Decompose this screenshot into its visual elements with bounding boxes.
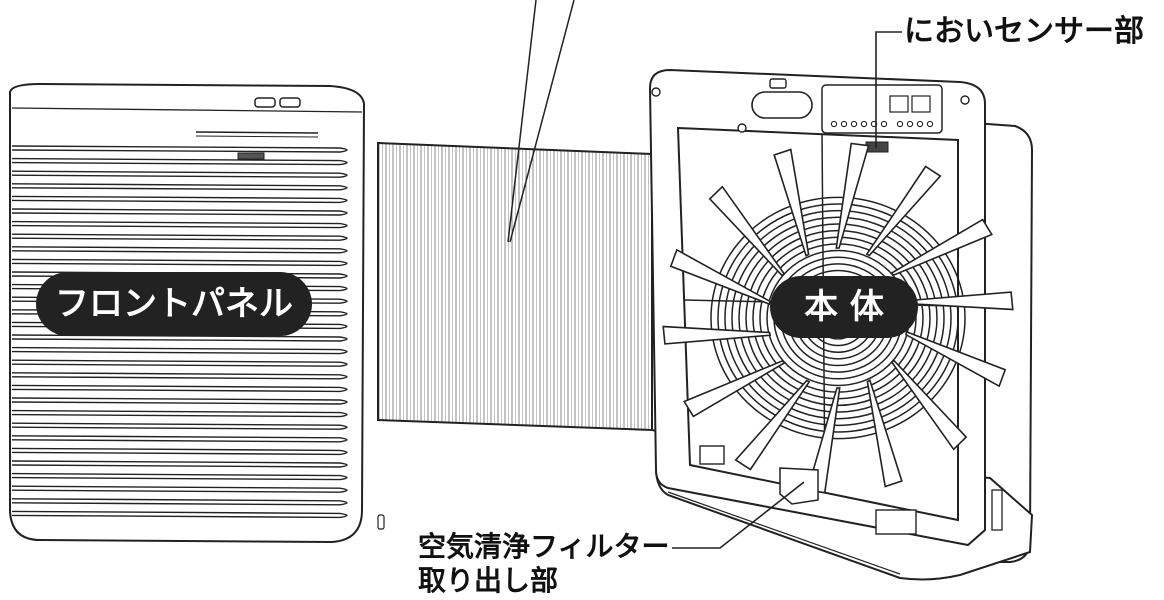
leader-lines <box>672 31 902 549</box>
panel-slat <box>11 271 348 279</box>
panel-slat <box>11 498 348 506</box>
panel-slat <box>11 346 348 355</box>
fan-blade <box>865 165 942 257</box>
fan-blade <box>891 359 968 451</box>
indicator-dot <box>830 120 838 128</box>
fan-blade <box>866 379 903 488</box>
panel-slat <box>11 220 348 229</box>
indicator-dot <box>896 120 904 128</box>
fan-ring <box>731 216 945 420</box>
panel-slat <box>11 170 348 178</box>
panel-slat <box>11 246 348 254</box>
panel-slat <box>11 309 348 317</box>
panel-slat <box>11 233 348 241</box>
main-body-label-pill <box>770 276 918 338</box>
panel-slat <box>11 195 348 204</box>
indicator-dot <box>840 120 848 128</box>
panel-slat <box>11 334 348 342</box>
fan-blade <box>662 325 772 345</box>
panel-slat <box>11 258 348 267</box>
indicator-dot <box>916 120 924 128</box>
panel-slat <box>11 157 348 166</box>
fan-blade <box>835 142 870 249</box>
fan-blade <box>734 379 811 471</box>
panel-slat <box>11 208 348 216</box>
filter-removal-label-line1: 空気清浄フィルター <box>418 530 670 563</box>
panel-slat <box>11 447 348 456</box>
indicator-dot <box>860 120 868 128</box>
fan-ring <box>717 203 959 433</box>
panel-slat <box>11 422 348 430</box>
front-panel-label-pill <box>36 272 312 336</box>
panel-slat <box>11 485 348 493</box>
panel-slat <box>11 510 348 519</box>
panel-slat <box>11 183 348 191</box>
fan-blade <box>890 218 993 277</box>
indicator-dot <box>850 120 858 128</box>
filter-leader-lines <box>507 0 575 243</box>
fan-blade <box>683 359 786 418</box>
panel-slat <box>11 359 348 367</box>
panel-slat <box>11 384 348 393</box>
panel-slat <box>11 296 348 304</box>
fan-ring <box>724 209 952 427</box>
fan-ring <box>710 196 966 440</box>
panel-slat <box>11 409 348 418</box>
panel-slat <box>11 145 348 153</box>
panel-slat <box>11 435 348 443</box>
panel-slat <box>11 321 348 330</box>
panel-slat <box>11 372 348 380</box>
indicator-dot <box>880 120 888 128</box>
fan-blade <box>773 148 810 257</box>
fan-blade <box>708 185 785 277</box>
air-purifying-filter-illustration <box>377 141 677 438</box>
front-panel-label: フロントパネル <box>55 284 293 324</box>
panel-slat <box>11 472 348 481</box>
indicator-dot <box>906 120 914 128</box>
panel-slat <box>11 283 348 292</box>
fan-blade <box>905 330 1007 388</box>
main-body-label: 本 体 <box>804 287 884 327</box>
panel-slat <box>11 397 348 405</box>
odor-sensor-label: においセンサー部 <box>904 14 1144 49</box>
fan-blade <box>669 248 771 306</box>
panel-slat <box>11 460 348 468</box>
indicator-dot <box>926 120 934 128</box>
filter-removal-label-line2: 取り出し部 <box>418 564 559 597</box>
fan-ring <box>738 223 938 413</box>
